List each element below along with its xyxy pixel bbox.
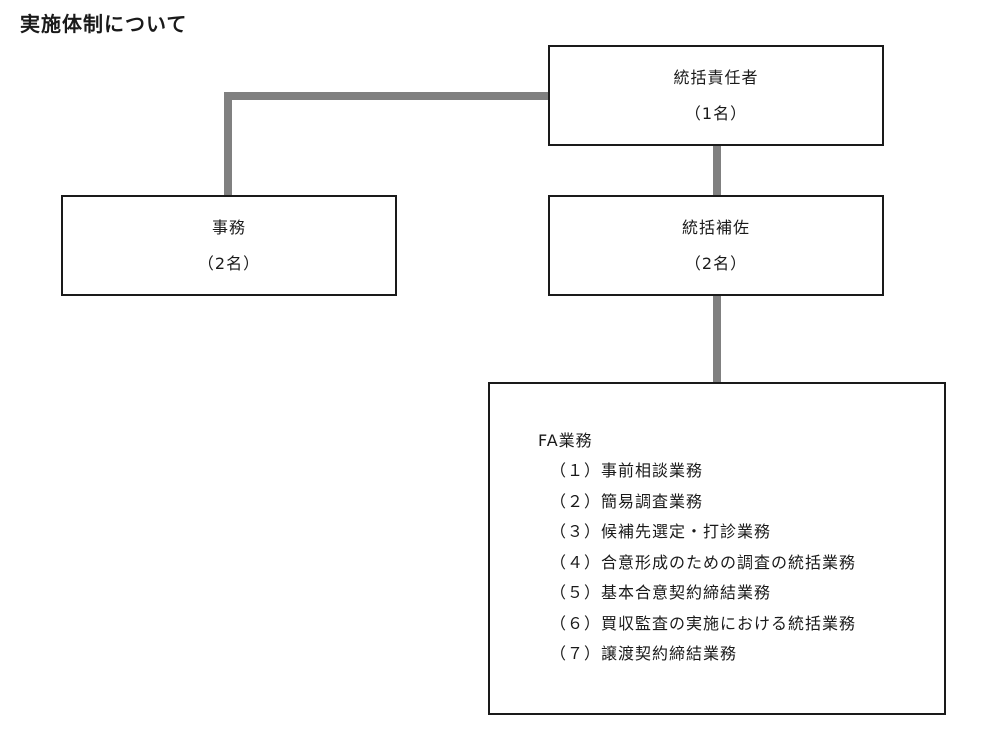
- page-title: 実施体制について: [20, 12, 188, 36]
- lead-box: 統括責任者 （1名）: [548, 45, 884, 146]
- office-role: 事務: [211, 218, 246, 238]
- connector-assistant-to-fa: [713, 296, 721, 384]
- fa-services-box: FA業務 （１）事前相談業務 （２）簡易調査業務 （３）候補先選定・打診業務 （…: [488, 382, 946, 715]
- fa-service-item: （４）合意形成のための調査の統括業務: [550, 552, 857, 572]
- connector-lead-to-assistant: [713, 146, 721, 196]
- fa-service-item: （１）事前相談業務: [550, 461, 704, 480]
- fa-services-list: （１）事前相談業務 （２）簡易調査業務 （３）候補先選定・打診業務 （４）合意形…: [538, 456, 944, 670]
- connector-lead-to-office-vertical: [224, 92, 232, 196]
- assistant-role: 統括補佐: [681, 218, 750, 238]
- lead-role: 統括責任者: [673, 68, 759, 88]
- office-count: （2名）: [197, 253, 261, 273]
- fa-service-item: （６）買収監査の実施における統括業務: [550, 613, 857, 633]
- office-box: 事務 （2名）: [61, 195, 397, 296]
- fa-service-item: （３）候補先選定・打診業務: [550, 522, 772, 541]
- fa-service-item: （２）簡易調査業務: [550, 491, 704, 511]
- fa-service-item: （５）基本合意契約締結業務: [550, 583, 772, 602]
- lead-count: （1名）: [684, 103, 748, 123]
- fa-services-heading: FA業務: [538, 431, 593, 450]
- assistant-count: （2名）: [684, 253, 748, 273]
- assistant-box: 統括補佐 （2名）: [548, 195, 884, 296]
- fa-service-item: （７）譲渡契約締結業務: [550, 644, 738, 663]
- connector-lead-to-office-horizontal: [224, 92, 550, 100]
